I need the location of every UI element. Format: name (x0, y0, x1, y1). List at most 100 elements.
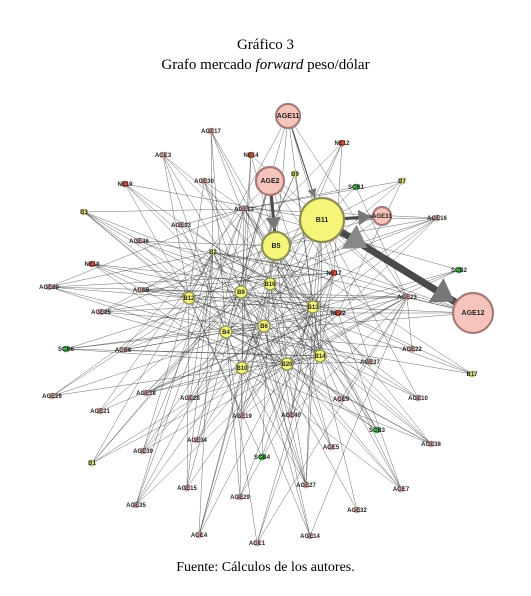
edge (269, 180, 408, 298)
edge (263, 283, 271, 327)
graph-node: NE14 (243, 151, 259, 159)
node-label: AGE15 (177, 486, 197, 492)
edge (188, 142, 343, 299)
edge (83, 208, 245, 213)
edge (188, 217, 438, 299)
node-circle (291, 170, 299, 178)
graph-node: AGE30 (194, 177, 214, 185)
node-circle (177, 221, 185, 229)
edge (83, 211, 227, 333)
node-circle (455, 266, 463, 274)
edge (240, 291, 473, 375)
node-label: AGE38 (421, 442, 441, 448)
edge (240, 173, 296, 293)
edge (286, 363, 402, 490)
node-circle (263, 277, 277, 291)
node-label: AGE22 (402, 347, 422, 353)
edge (240, 291, 307, 486)
graph-node: AGE11 (274, 102, 302, 130)
node-label: B12 (183, 296, 195, 302)
graph-node: AGE8 (133, 286, 150, 294)
node-label: AGE34 (187, 438, 207, 444)
graph-node: B6 (257, 319, 271, 333)
node-label: AGE18 (136, 391, 156, 397)
edge (51, 355, 321, 397)
node-circle (186, 394, 194, 402)
node-circle (403, 293, 411, 301)
edge (83, 211, 242, 293)
node-circle (373, 426, 381, 434)
node-circle (209, 248, 217, 256)
edge (225, 331, 258, 544)
graph-node: AGE29 (230, 493, 250, 501)
graph-node: B3 (80, 208, 88, 216)
edge (240, 291, 419, 399)
node-circle (302, 481, 310, 489)
node-circle (274, 102, 302, 130)
edge (48, 272, 335, 288)
node-label: AGE30 (194, 179, 214, 185)
graph-node: AGE16 (427, 214, 447, 222)
edge (196, 208, 245, 441)
edge (241, 367, 307, 486)
node-circle (45, 283, 53, 291)
edge (286, 363, 432, 445)
node-circle (159, 151, 167, 159)
node-label: AGE1 (249, 541, 266, 547)
edge-arrowhead (357, 209, 372, 226)
graph-node: B1 (88, 459, 96, 467)
edge (100, 251, 214, 313)
figure-number: Gráfico 3 (236, 37, 295, 53)
node-label: AGE3 (155, 153, 172, 159)
edge (241, 306, 314, 369)
edge (290, 306, 314, 416)
edge (145, 367, 243, 394)
node-label: AGE31 (372, 214, 392, 220)
edge (99, 312, 339, 412)
node-circle (142, 389, 150, 397)
edge (225, 331, 413, 350)
edge (305, 306, 314, 486)
edge (91, 263, 265, 327)
edge-arrowhead (341, 224, 368, 249)
node-circle (397, 485, 405, 493)
node-label: B16 (264, 282, 276, 288)
edge-arrowhead (307, 187, 317, 198)
node-label: AGE11 (277, 113, 300, 120)
edge (263, 325, 311, 537)
edge (83, 211, 190, 299)
node-label: B6 (260, 324, 268, 330)
edge (286, 361, 371, 365)
node-circle (80, 208, 88, 216)
edge (321, 219, 371, 363)
edge (145, 219, 323, 394)
graph-node: AGE23 (397, 293, 417, 301)
node-circle (287, 411, 295, 419)
node-circle (371, 205, 393, 227)
edge (122, 349, 321, 357)
graph-node: AGE37 (360, 358, 380, 366)
node-label: SCB4 (254, 455, 271, 461)
edge (241, 363, 288, 369)
edge (135, 325, 265, 506)
node-circle (182, 291, 196, 305)
edge (210, 130, 271, 285)
figure-source: Fuente: Cálculos de los autores. (176, 560, 355, 575)
graph-node: B14 (313, 349, 327, 363)
graph-node: AGE38 (421, 440, 441, 448)
node-circle (183, 484, 191, 492)
edge (275, 245, 332, 448)
edge-arrowhead (428, 278, 455, 303)
edge (225, 331, 378, 431)
node-label: AGE28 (180, 396, 200, 402)
edge (140, 219, 323, 291)
edge (188, 297, 263, 458)
node-circle (219, 325, 233, 339)
graph-node: AGE28 (180, 394, 200, 402)
edge (188, 180, 205, 299)
edge (140, 272, 335, 291)
edge (312, 306, 371, 363)
graph-node: AGE7 (393, 485, 410, 493)
